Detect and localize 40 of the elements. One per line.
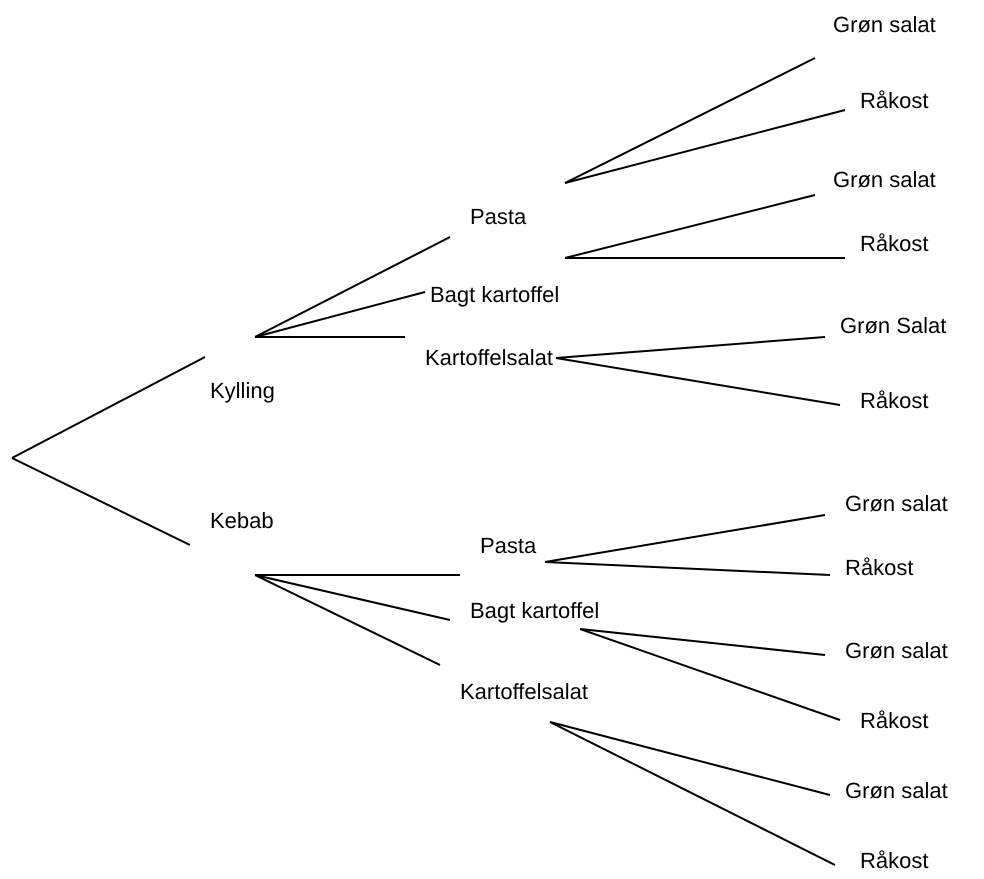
branch-line	[12, 457, 190, 546]
branch-line	[564, 57, 816, 184]
option-label: Råkost	[860, 86, 928, 116]
option-label: Pasta	[470, 202, 526, 232]
option-label: Råkost	[860, 386, 928, 416]
branch-line	[550, 721, 830, 796]
option-label: Grøn salat	[833, 10, 936, 40]
option-label: Grøn salat	[845, 489, 948, 519]
branch-line	[580, 628, 840, 721]
option-label: Råkost	[860, 706, 928, 736]
option-label: Pasta	[480, 531, 536, 561]
branch-line	[255, 336, 405, 338]
branch-line	[556, 336, 826, 359]
option-label: Råkost	[845, 553, 914, 583]
option-label: Grøn salat	[833, 165, 936, 195]
branch-line	[565, 257, 845, 259]
branch-line	[255, 574, 460, 576]
branch-line	[254, 574, 450, 621]
option-label: Kartoffelsalat	[425, 343, 554, 373]
branch-line	[254, 236, 450, 338]
option-label: Råkost	[860, 229, 928, 259]
branch-line	[550, 721, 836, 866]
branch-line	[556, 357, 840, 406]
branch-line	[12, 356, 206, 459]
option-label: Kebab	[210, 506, 274, 536]
option-label: Grøn Salat	[840, 311, 946, 341]
branch-line	[254, 291, 426, 338]
option-label: Grøn salat	[845, 636, 948, 666]
branch-line	[254, 574, 440, 666]
branch-line	[544, 514, 826, 563]
branch-line	[580, 628, 826, 656]
option-label: Grøn salat	[845, 776, 948, 806]
branch-line	[544, 561, 830, 576]
option-label: Kartoffelsalat	[460, 677, 588, 707]
branch-line	[564, 194, 816, 259]
option-label: Bagt kartoffel	[470, 596, 600, 626]
option-label: Kylling	[210, 376, 275, 406]
option-label: Råkost	[860, 846, 928, 876]
branch-line	[564, 109, 846, 184]
option-label: Bagt kartoffel	[430, 280, 560, 310]
